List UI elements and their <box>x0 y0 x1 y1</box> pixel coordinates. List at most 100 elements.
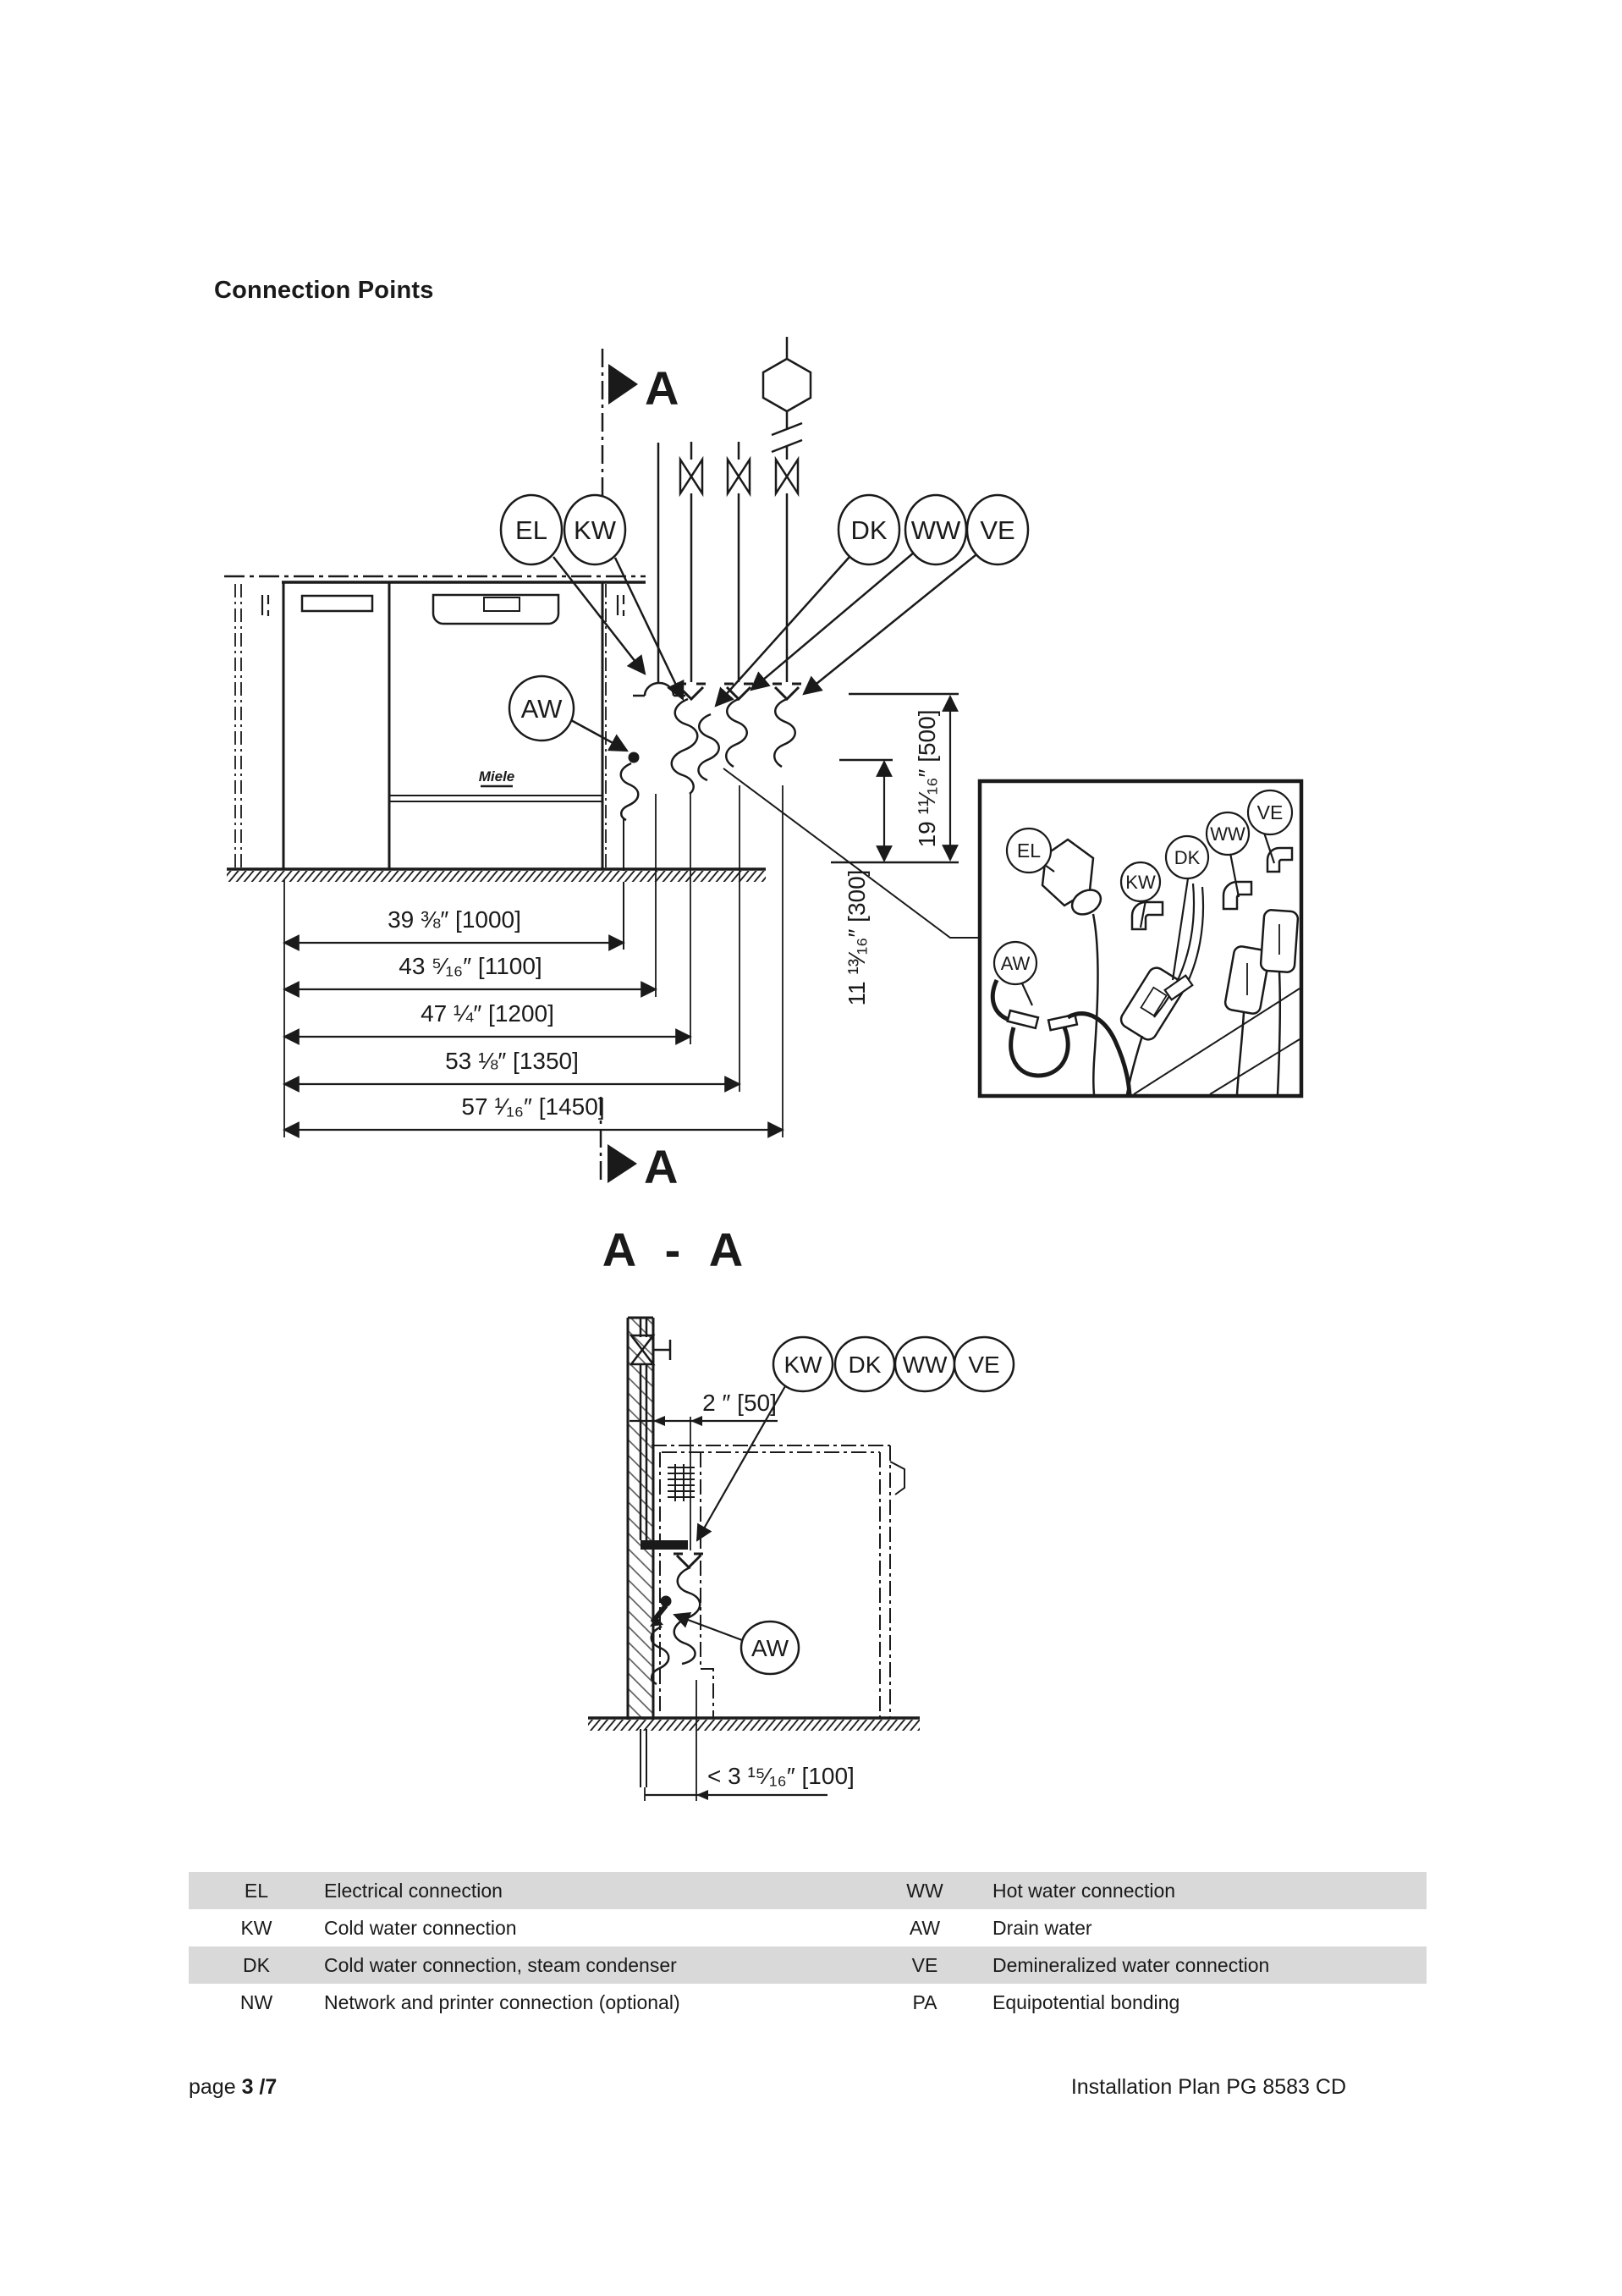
legend-description: Network and printer connection (optional… <box>324 1990 680 2013</box>
counter-clip-icon <box>616 595 625 616</box>
page-number-prefix: page <box>189 2075 242 2099</box>
section-label-kw: KW <box>696 1335 834 1542</box>
inset-aw-trap <box>990 978 1132 1095</box>
dim-1100: 43 ⁵⁄₁₆″ [1100] <box>399 953 542 979</box>
section-label-aw: AW <box>673 1611 800 1676</box>
section-arrow-icon <box>608 364 638 405</box>
legend-code: WW <box>906 1879 943 1902</box>
section-label-ve: VE <box>953 1335 1015 1393</box>
section-cut-marker-bottom: A <box>599 1097 678 1193</box>
page-number-current: 3 <box>241 2075 254 2099</box>
legend-code: DK <box>243 1953 270 1976</box>
vertical-dimensions: 19 ¹¹⁄₁₆″ [500] 11 ¹³⁄₁₆″ [300] <box>839 692 959 1006</box>
page-number-total: /7 <box>253 2075 278 2099</box>
brand-logo: Miele <box>479 768 515 785</box>
section-label-dk: DK <box>833 1335 896 1393</box>
inset-dk-hose <box>1153 883 1205 1018</box>
inset-labels: EL KW DK WW VE AW <box>992 789 1294 1006</box>
legend-row: NW Network and printer connection (optio… <box>189 1984 1427 2021</box>
svg-text:DK: DK <box>1174 847 1201 868</box>
section-labels: KW DK WW VE AW <box>673 1335 1015 1676</box>
power-cord-coil <box>668 1464 695 1501</box>
dim-50: 2 ″ [50] <box>702 1390 777 1416</box>
legend-code: KW <box>240 1916 272 1939</box>
legend-description: Drain water <box>992 1916 1092 1939</box>
hose-connectors <box>677 682 801 702</box>
inset-leader-line <box>723 768 980 939</box>
legend-table: EL Electrical connection WW Hot water co… <box>189 1872 1427 2021</box>
inset-kw-hose <box>1119 900 1185 1095</box>
dim-1200: 47 ¼″ [1200] <box>421 1000 554 1027</box>
valve-icon <box>726 455 751 498</box>
valve-icon <box>679 455 704 498</box>
svg-text:KW: KW <box>784 1352 822 1378</box>
svg-text:WW: WW <box>1210 823 1245 845</box>
legend-code: AW <box>909 1916 941 1939</box>
legend-row: KW Cold water connection AW Drain water <box>189 1909 1427 1946</box>
legend-description: Cold water connection <box>324 1916 517 1939</box>
inset-label-kw: KW <box>1119 861 1162 903</box>
legend-code: VE <box>911 1953 938 1976</box>
svg-text:EL: EL <box>515 515 547 545</box>
water-meter-hexagon-icon <box>762 357 812 413</box>
inset-detail: EL KW DK WW VE AW <box>977 779 1304 1098</box>
floor-line <box>227 861 959 882</box>
svg-text:AW: AW <box>1001 953 1031 974</box>
cabinet-handle <box>300 594 374 613</box>
svg-text:WW: WW <box>903 1352 948 1378</box>
drain-connection-point <box>628 752 640 763</box>
legend-description: Cold water connection, steam condenser <box>324 1953 677 1976</box>
svg-text:KW: KW <box>1125 872 1156 893</box>
section-view-title: A - A <box>602 1223 752 1276</box>
dishwasher-display <box>483 597 520 612</box>
legend-row: DK Cold water connection, steam condense… <box>189 1946 1427 1984</box>
legend-code: NW <box>239 1990 273 2013</box>
section-arrow-icon <box>608 1144 637 1183</box>
label-dk: DK <box>714 493 901 708</box>
section-view: 2 ″ [50] < 3 ¹⁵⁄₁₆″ [100] KW DK WW V <box>588 1316 1015 1801</box>
svg-text:WW: WW <box>911 515 961 545</box>
dim-1450: 57 ¹⁄₁₆″ [1450] <box>461 1093 604 1120</box>
svg-text:EL: EL <box>1017 840 1041 862</box>
dim-1350: 53 ⅛″ [1350] <box>445 1048 579 1074</box>
supply-lines <box>633 337 812 795</box>
section-cut-marker-top: A <box>601 349 679 542</box>
section-marker-letter: A <box>645 361 679 415</box>
section-marker-letter: A <box>644 1140 678 1193</box>
legend-code: EL <box>244 1879 269 1902</box>
dim-1000: 39 ⅜″ [1000] <box>388 906 521 933</box>
valve-icon <box>774 455 800 498</box>
valve-icon <box>629 1334 656 1366</box>
inset-ve-hose <box>1259 846 1300 1095</box>
inset-el-plug <box>1041 838 1102 1095</box>
svg-text:DK: DK <box>850 515 887 545</box>
drain-connection-point <box>660 1595 672 1607</box>
label-aw: AW <box>508 674 629 752</box>
svg-text:AW: AW <box>751 1635 789 1661</box>
document-title: Installation Plan PG 8583 CD <box>1070 2075 1346 2099</box>
dim-300: 11 ¹³⁄₁₆″ [300] <box>844 870 870 1006</box>
svg-text:KW: KW <box>574 515 617 545</box>
page-footer: page 3 /7 Installation Plan PG 8583 CD <box>189 2075 1346 2100</box>
svg-text:DK: DK <box>849 1352 882 1378</box>
inset-label-dk: DK <box>1164 834 1210 880</box>
dishwasher-front <box>388 581 604 871</box>
svg-text:AW: AW <box>521 694 564 724</box>
dishwasher-handle-recess <box>432 593 560 625</box>
dim-50-group: 2 ″ [50] <box>630 1390 778 1550</box>
counter-clip-icon <box>261 595 270 616</box>
connection-labels: EL KW DK WW VE AW <box>499 493 1030 752</box>
label-el: EL <box>499 493 646 675</box>
legend-description: Electrical connection <box>324 1879 503 1902</box>
legend-code: PA <box>912 1990 937 2013</box>
legend-description: Hot water connection <box>992 1879 1176 1902</box>
label-kw: KW <box>563 493 685 702</box>
inset-label-ve: VE <box>1246 789 1294 836</box>
pipe-break-icon <box>771 421 803 454</box>
door-hinge-icon <box>889 1461 905 1495</box>
page-title: Connection Points <box>214 277 434 304</box>
dim-500: 19 ¹¹⁄₁₆″ [500] <box>914 710 940 848</box>
legend-row: EL Electrical connection WW Hot water co… <box>189 1872 1427 1909</box>
